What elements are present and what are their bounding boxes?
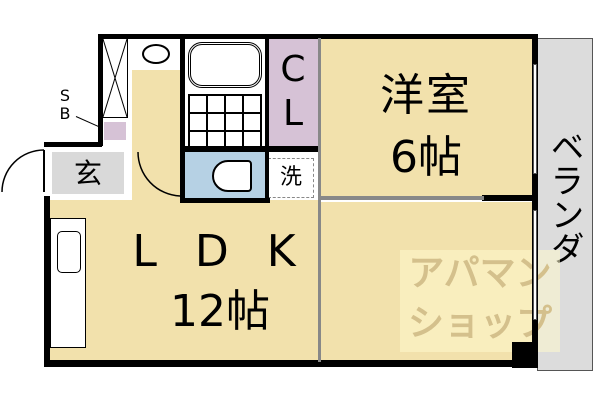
wall-room-divider <box>482 195 534 201</box>
shoe-box <box>104 122 126 140</box>
cross-icon <box>103 39 127 117</box>
hall-door-swing <box>137 151 181 197</box>
front-door-swing <box>1 149 45 193</box>
ldk-size: 12帖 <box>170 286 270 337</box>
closet: C L <box>268 38 318 148</box>
bathtub-icon <box>188 42 262 88</box>
partition-horizontal <box>320 196 484 200</box>
wall-corner <box>512 342 534 368</box>
western-room: 洋室 6帖 <box>320 38 532 196</box>
entrance-label: 玄 <box>73 157 102 190</box>
partition-vertical <box>318 38 321 362</box>
ldk-room: L D K 12帖 <box>50 200 318 360</box>
western-room-name: 洋室 <box>380 70 472 121</box>
entrance: 玄 <box>50 150 126 196</box>
wall-entry-top <box>44 142 102 147</box>
sb-label-b: B <box>59 104 71 123</box>
window-western <box>533 64 537 174</box>
toilet-icon <box>212 160 252 192</box>
wall-bottom <box>44 360 518 367</box>
hallway <box>132 70 180 202</box>
watermark-line2: ショップ <box>407 303 552 344</box>
sb-leader-line <box>75 116 100 128</box>
western-room-size: 6帖 <box>390 132 462 183</box>
kitchen-counter <box>50 218 86 348</box>
sb-label-s: S <box>59 86 71 105</box>
wall-top <box>98 34 536 39</box>
toilet-room <box>184 150 266 200</box>
watermark: アパマン ショップ <box>400 250 560 352</box>
wall-bath-bottom <box>180 146 320 152</box>
ldk-name: L D K <box>132 226 308 277</box>
laundry-label: 洗 <box>279 165 302 190</box>
wall-hall-bath <box>180 38 185 202</box>
storage-column <box>102 38 128 118</box>
veranda-label: ベランダ <box>544 129 584 265</box>
laundry-space: 洗 <box>268 158 314 198</box>
tile-floor <box>188 94 262 146</box>
wall-bath-closet <box>265 38 269 200</box>
wall-left <box>44 196 50 366</box>
washbasin-icon <box>142 44 170 64</box>
window-ldk <box>533 210 537 320</box>
wall-right <box>532 34 538 368</box>
closet-label-l: L <box>282 93 304 134</box>
closet-label-c: C <box>280 49 306 90</box>
bathroom <box>184 38 266 148</box>
kitchen-sink-icon <box>57 231 81 273</box>
wall-toilet-bottom <box>180 198 270 203</box>
washbasin-area <box>132 38 180 70</box>
wall-left-upper <box>98 34 103 146</box>
watermark-line1: アパマン <box>408 253 552 294</box>
